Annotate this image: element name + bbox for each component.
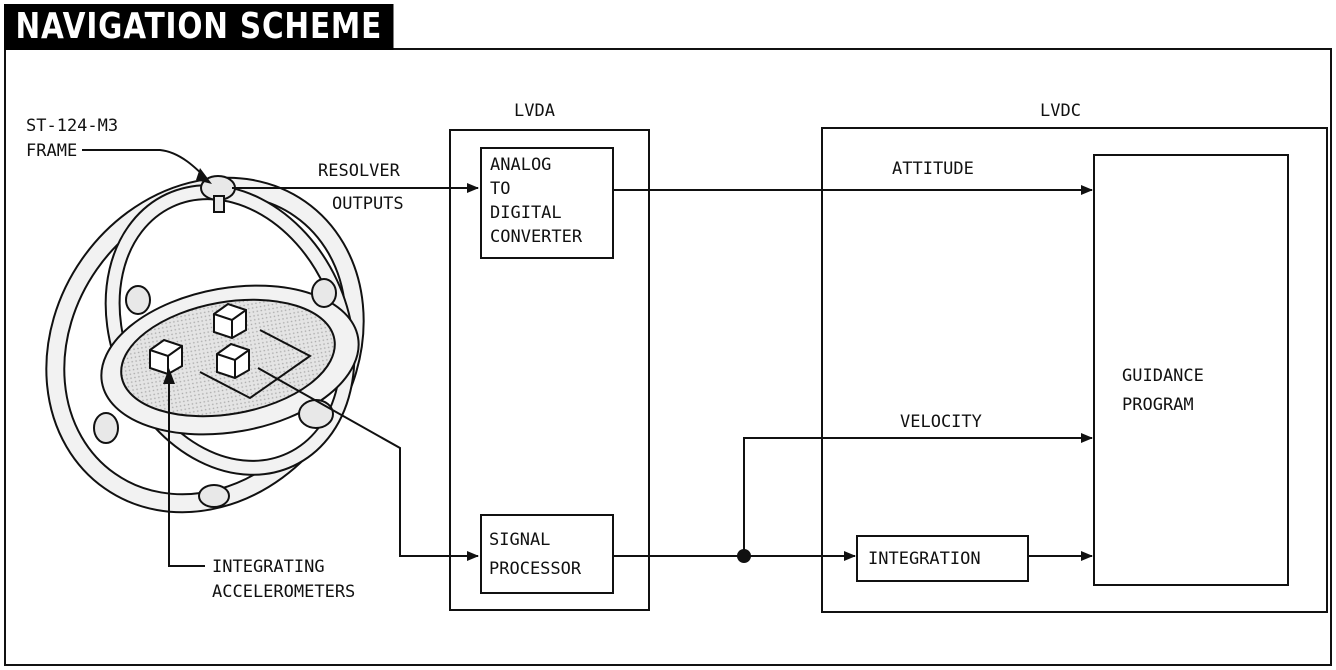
svg-text:GUIDANCE: GUIDANCE	[1122, 366, 1204, 386]
accelerometer-cube	[216, 342, 250, 380]
lvda-label: LVDA	[514, 101, 555, 121]
accelerometers-label: ACCELEROMETERS	[212, 582, 355, 602]
gimbal-pivot	[93, 412, 119, 444]
st124-platform-illustration	[45, 175, 365, 514]
svg-text:PROCESSOR: PROCESSOR	[489, 559, 582, 579]
svg-text:CONVERTER: CONVERTER	[490, 227, 583, 247]
accelerometer-leader	[168, 372, 205, 567]
svg-text:DIGITAL: DIGITAL	[490, 203, 562, 223]
diagram-frame	[4, 48, 1332, 666]
svg-text:SIGNAL: SIGNAL	[489, 530, 550, 550]
svg-text:ANALOG: ANALOG	[490, 155, 551, 175]
gimbal-pivot	[298, 399, 334, 429]
velocity-line	[743, 433, 1093, 556]
gimbal-pivot	[198, 484, 230, 508]
signal-processor-box	[480, 514, 614, 594]
gimbal-pivot	[311, 278, 337, 308]
lvdc-block: LVDC GUIDANCE PROGRAM INTEGRATION	[821, 101, 1328, 613]
accelerometer-cube	[149, 338, 183, 376]
accelerometer-signal-line	[257, 367, 479, 561]
svg-text:INTEGRATION: INTEGRATION	[868, 549, 981, 569]
page-title: NAVIGATION SCHEME	[4, 4, 394, 50]
svg-text:TO: TO	[490, 179, 510, 199]
attitude-label: ATTITUDE	[892, 159, 974, 179]
accelerometers-label: INTEGRATING	[212, 557, 325, 577]
integration-box	[856, 535, 1029, 582]
velocity-label: VELOCITY	[900, 412, 982, 432]
gimbal-pivot	[125, 285, 151, 315]
lvdc-label: LVDC	[1040, 101, 1081, 121]
frame-label: ST-124-M3	[26, 116, 118, 136]
guidance-program-box	[1093, 154, 1289, 586]
resolver-label: OUTPUTS	[332, 194, 404, 214]
svg-text:PROGRAM: PROGRAM	[1122, 395, 1194, 415]
accelerometer-cube	[213, 302, 247, 340]
lvda-block: LVDA ANALOG TO DIGITAL CONVERTER SIGNAL …	[449, 101, 650, 611]
adc-box	[480, 147, 614, 259]
frame-label: FRAME	[26, 141, 77, 161]
frame-leader	[82, 149, 209, 181]
resolver-label: RESOLVER	[318, 161, 401, 181]
